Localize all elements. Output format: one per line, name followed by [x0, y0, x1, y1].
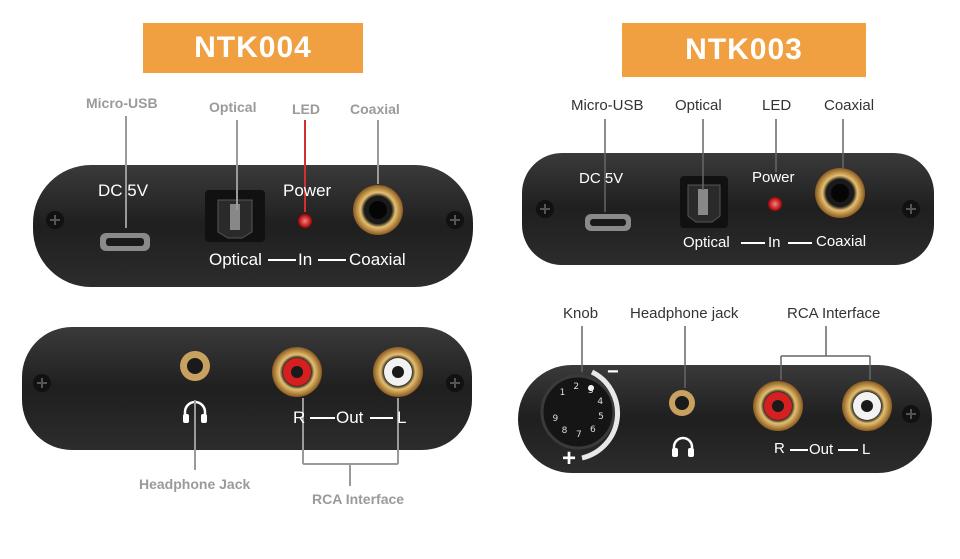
- rca-r-text: R: [293, 408, 306, 427]
- label-rca-interface: RCA Interface: [312, 491, 405, 507]
- label-headphone-jack: Headphone jack: [630, 305, 739, 322]
- label-led: LED: [292, 101, 320, 117]
- optical-text: Optical: [209, 250, 262, 269]
- coaxial-text: Coaxial: [816, 233, 867, 250]
- label-coaxial: Coaxial: [350, 101, 400, 117]
- knob-number: 8: [561, 425, 568, 436]
- ntk003-back-panel: [518, 365, 932, 473]
- dc-5v-text: DC 5V: [579, 170, 624, 187]
- label-knob: Knob: [563, 305, 599, 322]
- ntk004-back-panel: [22, 327, 472, 450]
- optical-text: Optical: [683, 234, 730, 251]
- out-text: Out: [336, 408, 364, 427]
- label-micro-usb: Micro-USB: [86, 95, 158, 111]
- rca-l-text: L: [862, 441, 871, 458]
- knob-minus-text: −: [607, 361, 619, 383]
- knob-number: 5: [598, 412, 604, 423]
- knob-number: 1: [559, 387, 566, 398]
- rca-r-text: R: [774, 440, 785, 457]
- in-text: In: [768, 234, 781, 251]
- knob-number: 4: [597, 397, 604, 408]
- label-optical: Optical: [209, 99, 257, 115]
- knob-number: 6: [590, 424, 596, 435]
- power-led: [768, 197, 782, 211]
- label-micro-usb: Micro-USB: [571, 97, 644, 114]
- label-coaxial: Coaxial: [824, 97, 875, 114]
- knob-plus-text: +: [562, 445, 577, 472]
- power-text: Power: [283, 181, 332, 200]
- in-text: In: [298, 250, 313, 269]
- coaxial-text: Coaxial: [349, 250, 406, 269]
- ntk003-title-badge: NTK003: [622, 23, 866, 77]
- label-led: LED: [762, 97, 792, 114]
- volume-knob: [540, 374, 616, 450]
- label-headphone-jack: Headphone Jack: [139, 476, 251, 492]
- out-text: Out: [809, 441, 834, 458]
- knob-number: 3: [587, 385, 594, 396]
- dc-5v-text: DC 5V: [98, 181, 149, 200]
- knob-number: 7: [576, 429, 582, 440]
- power-led: [298, 214, 312, 228]
- headphone-icon: [672, 436, 694, 457]
- knob-number: 2: [573, 382, 580, 393]
- ntk004-title-badge: NTK004: [143, 23, 363, 73]
- rca-l-text: L: [397, 408, 407, 427]
- knob-number: 9: [552, 414, 559, 425]
- power-text: Power: [752, 169, 795, 186]
- label-optical: Optical: [675, 97, 722, 114]
- label-rca-interface: RCA Interface: [787, 305, 881, 322]
